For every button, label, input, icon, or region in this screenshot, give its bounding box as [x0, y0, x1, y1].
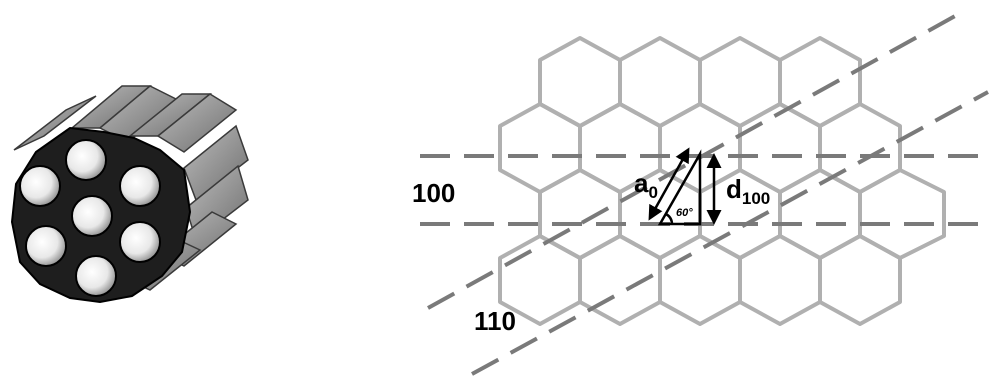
d100-subscript: 100: [742, 189, 770, 208]
a0-main: a: [634, 168, 649, 198]
d100-label: d100: [726, 174, 770, 208]
plane-110-label: 110: [474, 306, 516, 336]
pore-bundle-illustration: [10, 85, 249, 304]
a0-subscript: 0: [648, 183, 657, 202]
a0-arrow: [648, 147, 690, 221]
angle-label: 60°: [676, 207, 693, 219]
plane-100-label: 100: [412, 178, 455, 208]
geometry-annotation: [648, 147, 722, 226]
lattice-planes: [420, 8, 990, 376]
d100-main: d: [726, 174, 742, 204]
a0-label: a0: [634, 168, 658, 202]
pore-channels: [19, 139, 161, 297]
plane-110-lower: [471, 90, 989, 376]
hexagonal-lattice: [498, 36, 946, 326]
plane-110-upper: [427, 8, 967, 310]
